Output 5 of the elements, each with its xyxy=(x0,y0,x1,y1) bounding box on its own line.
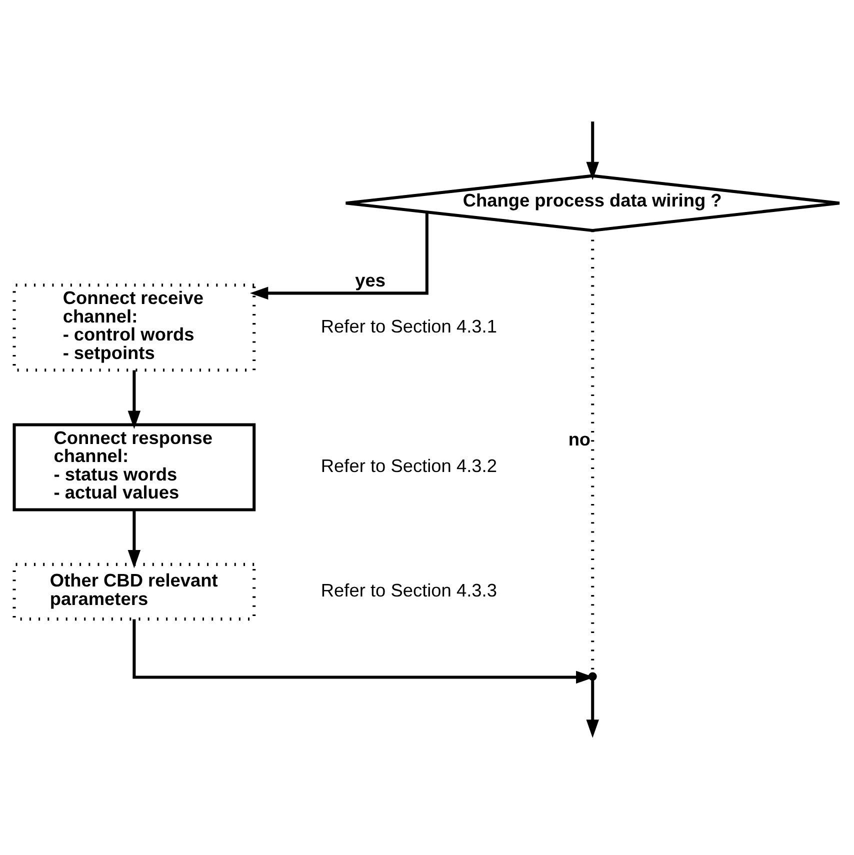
edge-label: yes xyxy=(355,270,386,291)
node-label: Refer to Section 4.3.3 xyxy=(320,580,497,600)
edge-label: no xyxy=(568,429,591,450)
node-label: Refer to Section 4.3.2 xyxy=(320,456,497,476)
node-label: Refer to Section 4.3.1 xyxy=(320,316,497,336)
